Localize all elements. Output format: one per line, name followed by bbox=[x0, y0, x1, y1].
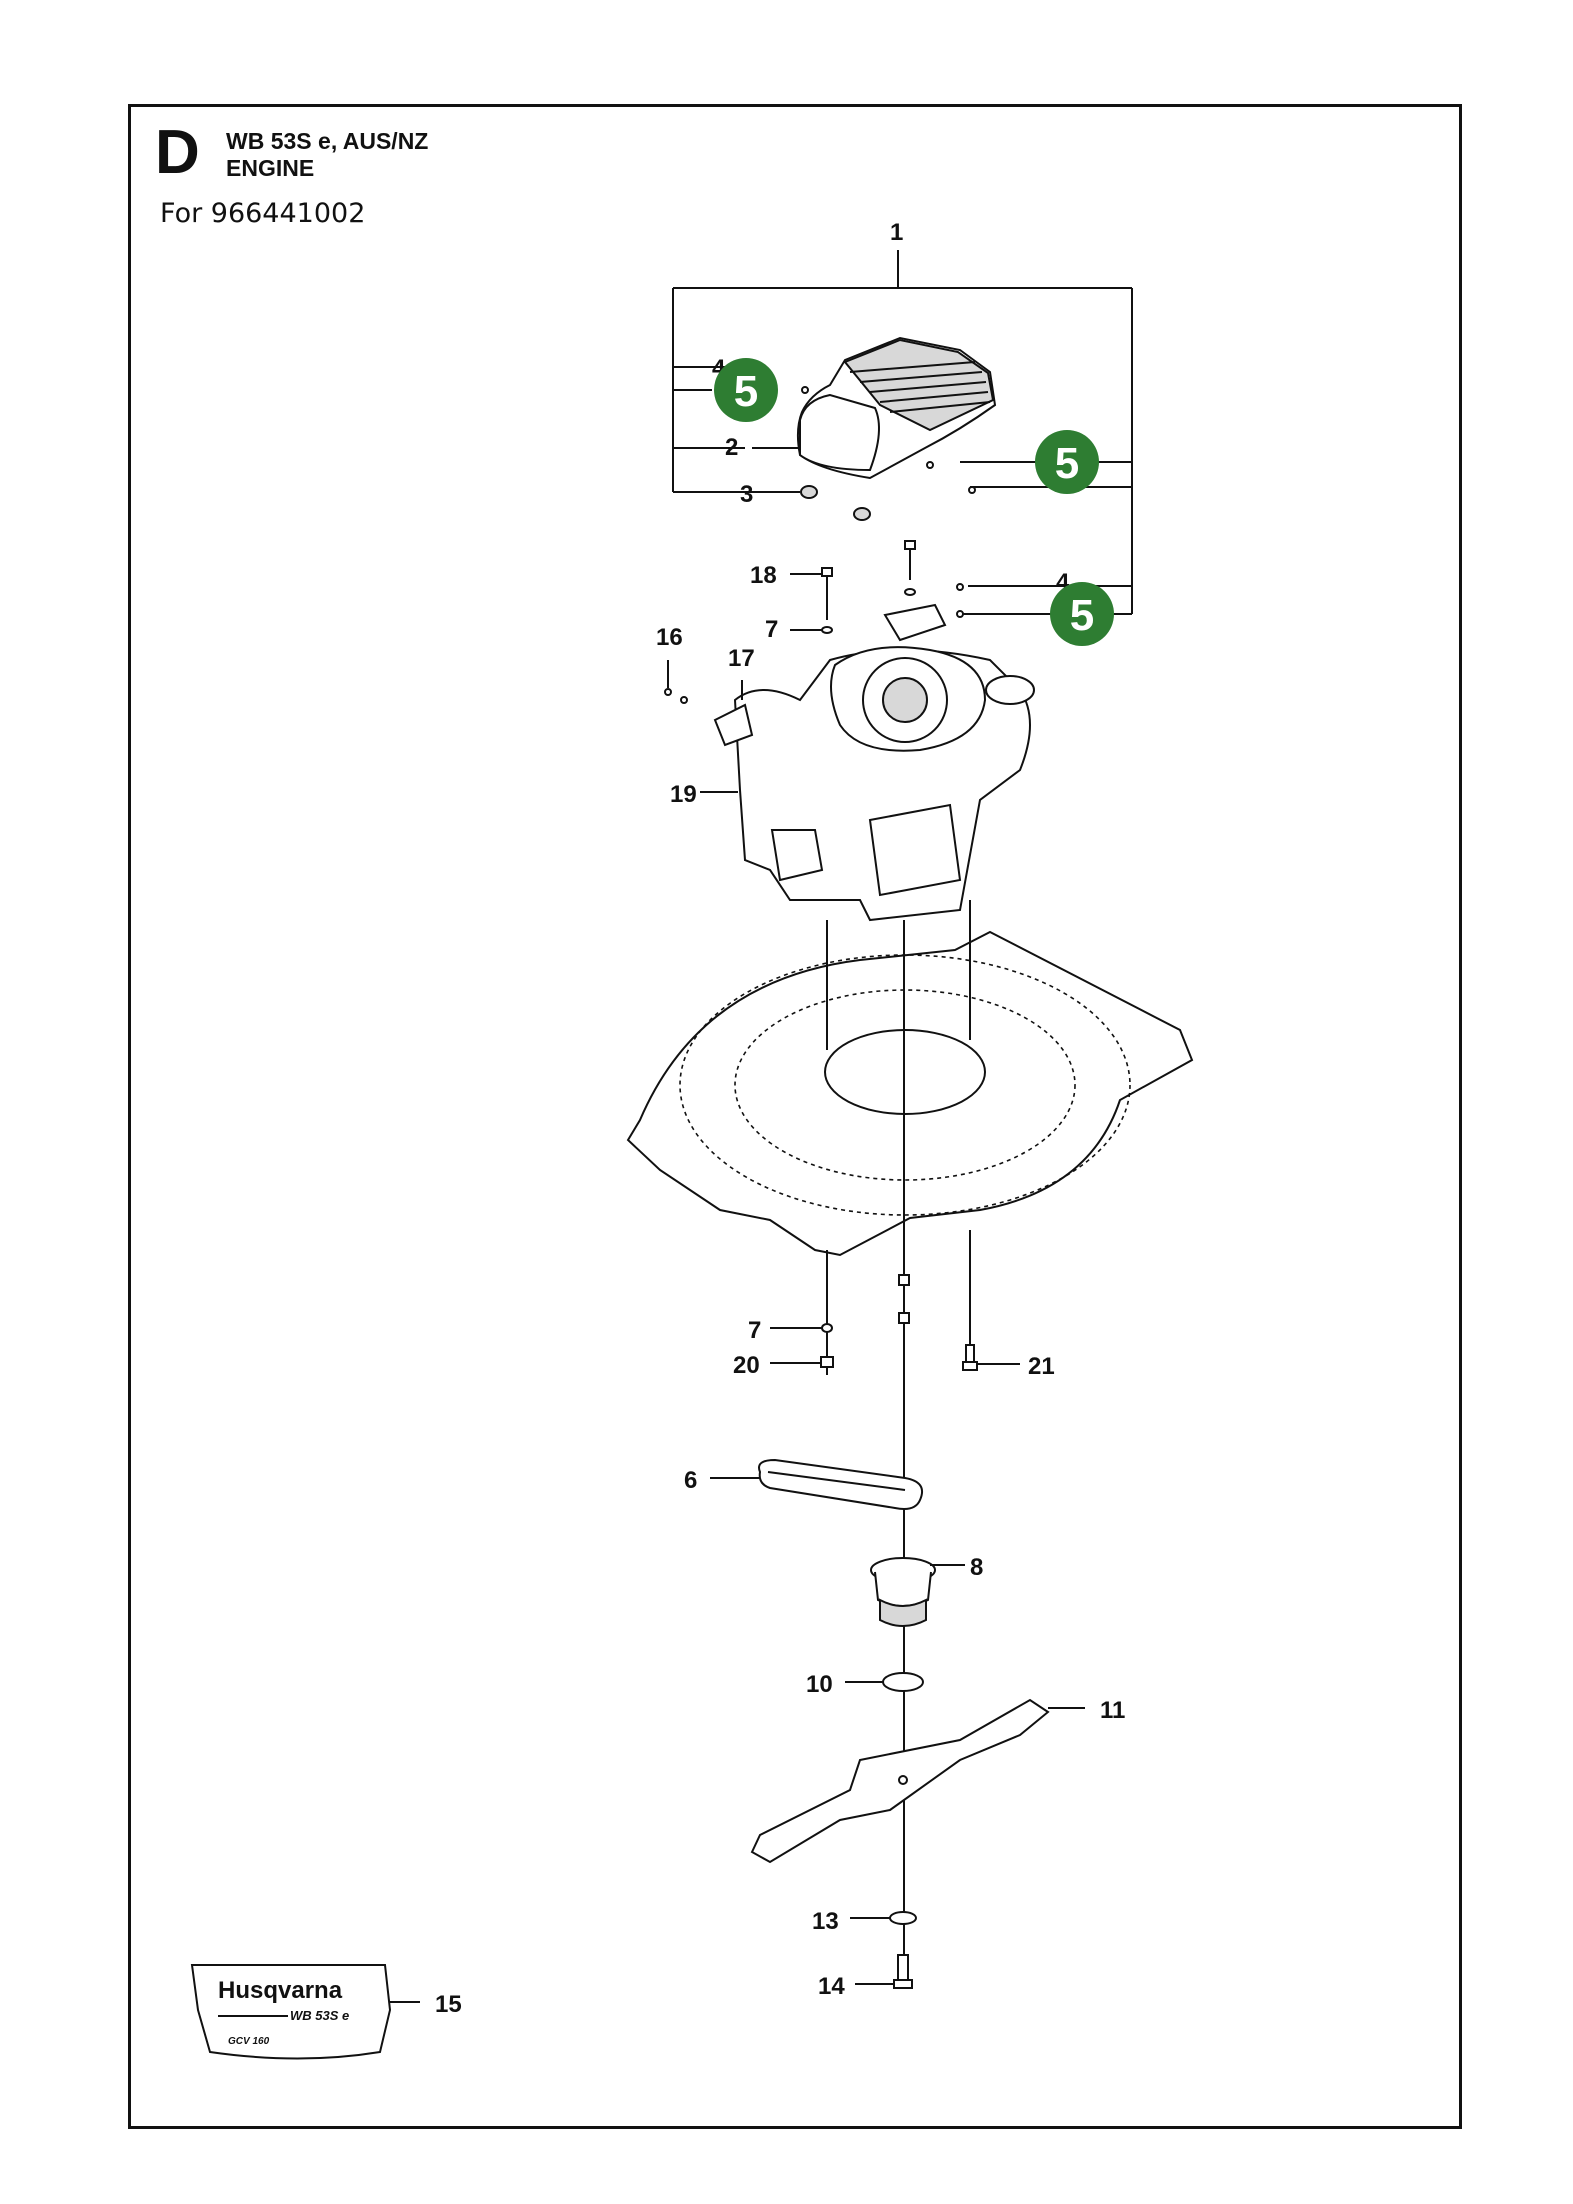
blade-part-11 bbox=[750, 1698, 1050, 1864]
decal-brand: Husqvarna bbox=[218, 1977, 343, 2004]
label-6: 6 bbox=[684, 1467, 697, 1494]
model-title: WB 53S e, AUS/NZ bbox=[226, 128, 429, 154]
label-18: 18 bbox=[750, 562, 777, 589]
decal-part-15: Husqvarna WB 53S e GCV 160 bbox=[190, 1964, 392, 2060]
label-1: 1 bbox=[890, 219, 903, 246]
label-17: 17 bbox=[728, 645, 755, 672]
mower-deck bbox=[626, 930, 1194, 1257]
label-10: 10 bbox=[806, 1671, 833, 1698]
section-letter: D bbox=[155, 118, 200, 187]
engine-part-19 bbox=[664, 603, 1035, 922]
svg-text:5: 5 bbox=[734, 367, 758, 416]
drawing-frame bbox=[128, 104, 1462, 2129]
label-15: 15 bbox=[435, 1991, 462, 2018]
label-16: 16 bbox=[656, 624, 683, 651]
lower-fasteners bbox=[820, 1274, 978, 1371]
reference-marker-5-middle: 5 bbox=[1035, 430, 1099, 494]
reference-markers: 5 5 5 bbox=[714, 358, 1114, 646]
belt-part-6 bbox=[758, 1458, 924, 1510]
assembly-axis bbox=[826, 900, 971, 1980]
reference-marker-5-top: 5 bbox=[714, 358, 778, 422]
label-14: 14 bbox=[818, 1973, 845, 2000]
blade-adapter-part-8 bbox=[870, 1557, 936, 1627]
part-labels: 1 2 3 4 4 6 7 7 8 10 11 13 14 15 16 17 1… bbox=[435, 219, 1125, 2018]
decal-model: WB 53S e bbox=[290, 2008, 349, 2023]
decal-engine: GCV 160 bbox=[228, 2036, 270, 2047]
bolt-part-14 bbox=[893, 1954, 913, 1989]
label-7-top: 7 bbox=[765, 616, 778, 643]
reference-marker-5-lower: 5 bbox=[1050, 582, 1114, 646]
engine-cover-part-2 bbox=[796, 336, 997, 521]
label-13: 13 bbox=[812, 1908, 839, 1935]
leader-lines bbox=[390, 447, 1085, 2003]
top-fasteners bbox=[821, 540, 964, 634]
washer-part-10 bbox=[882, 1672, 924, 1692]
label-20: 20 bbox=[733, 1352, 760, 1379]
section-name: ENGINE bbox=[226, 155, 315, 181]
label-3: 3 bbox=[740, 481, 753, 508]
label-19: 19 bbox=[670, 781, 697, 808]
svg-text:5: 5 bbox=[1070, 591, 1094, 640]
washer-part-13 bbox=[889, 1911, 917, 1925]
label-7-bottom: 7 bbox=[748, 1317, 761, 1344]
label-11: 11 bbox=[1100, 1697, 1125, 1724]
label-8: 8 bbox=[970, 1554, 983, 1581]
label-21: 21 bbox=[1028, 1353, 1055, 1380]
for-line: For 966441002 bbox=[160, 198, 366, 229]
svg-text:5: 5 bbox=[1055, 439, 1079, 488]
label-2: 2 bbox=[725, 434, 738, 461]
